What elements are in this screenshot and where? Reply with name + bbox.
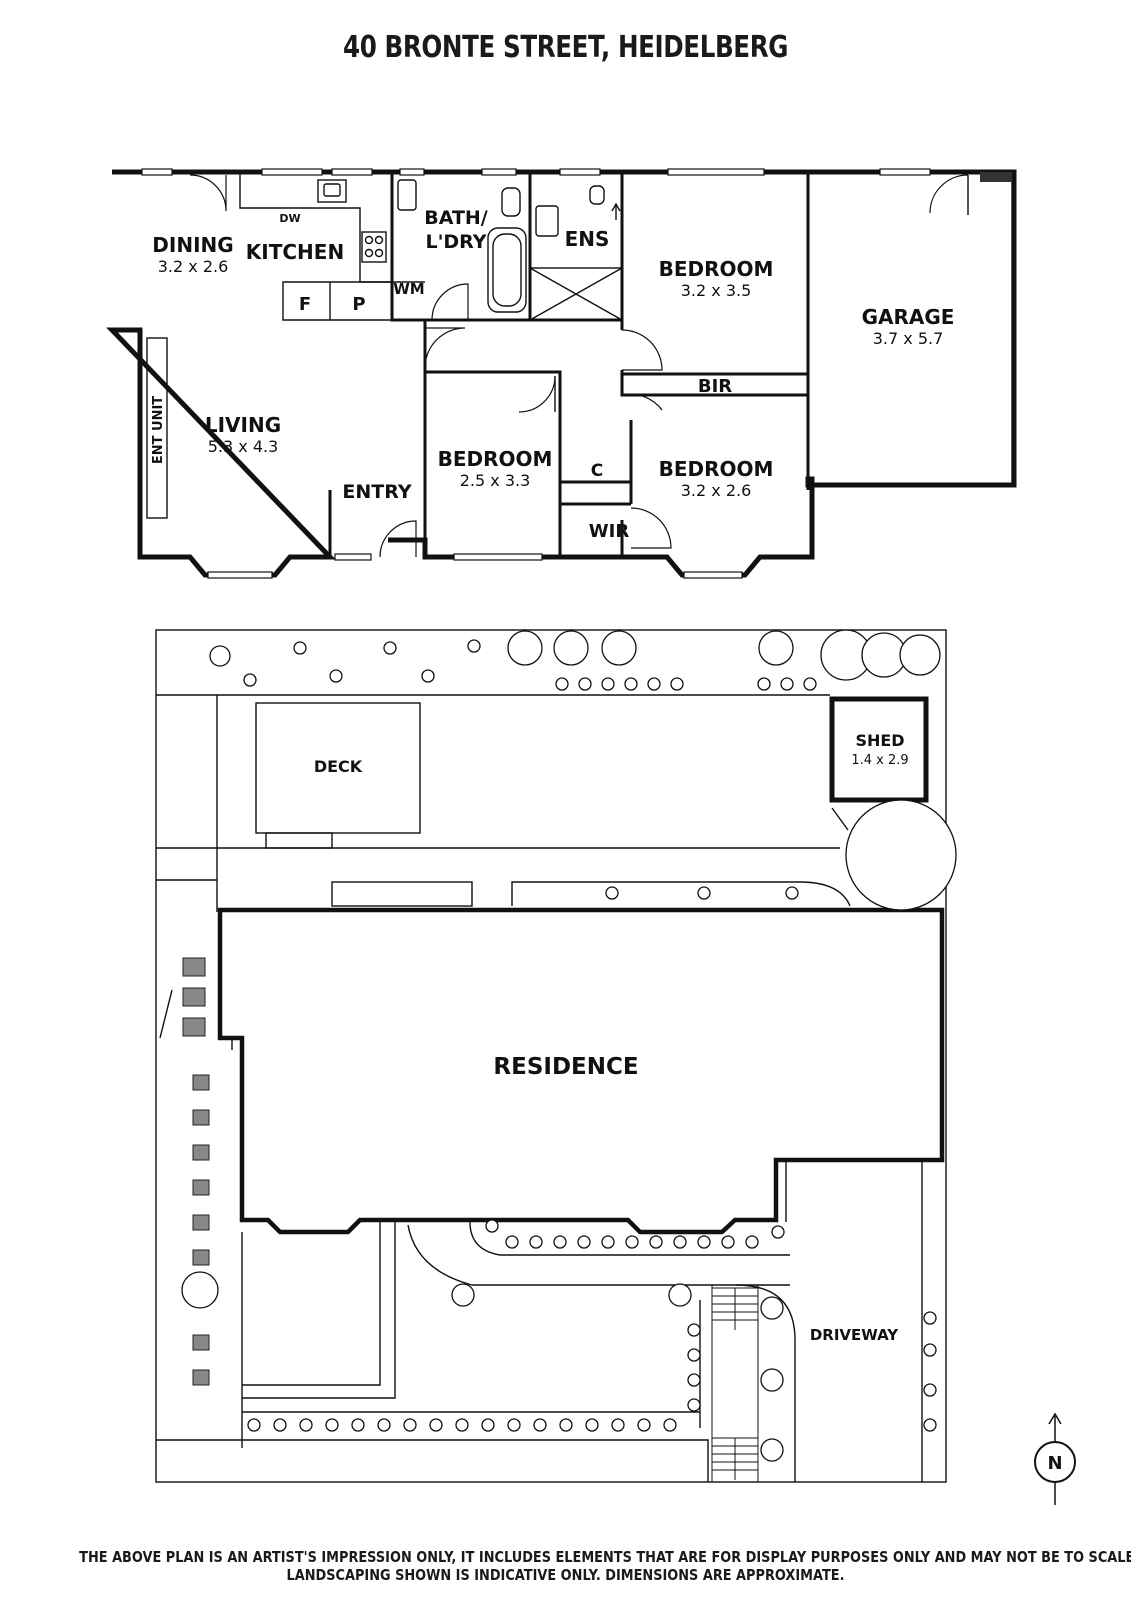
fixture-label-cupboard: C: [591, 461, 603, 481]
paver-path: [182, 957, 210, 1386]
fixture-label-wm: WM: [393, 280, 424, 298]
north-label: N: [1047, 1453, 1062, 1474]
garden-plants: [181, 629, 957, 1462]
room-dims-bedroom-2: 2.5 x 3.3: [460, 471, 531, 490]
fixture-label-ent-unit: ENT UNIT: [151, 396, 166, 464]
disclaimer: THE ABOVE PLAN IS AN ARTIST'S IMPRESSION…: [0, 1548, 1131, 1584]
room-dims-garage: 3.7 x 5.7: [873, 329, 944, 348]
page-title: 40 BRONTE STREET, HEIDELBERG: [342, 30, 789, 65]
disclaimer-line-1: THE ABOVE PLAN IS AN ARTIST'S IMPRESSION…: [79, 1548, 1131, 1566]
floor-plan: [106, 168, 1017, 579]
room-label-kitchen: KITCHEN: [246, 240, 344, 264]
room-dims-dining: 3.2 x 2.6: [158, 257, 229, 276]
fixture-label-fridge: F: [299, 294, 311, 315]
room-label-bath: BATH/: [424, 207, 488, 229]
room-label-dining: DINING: [152, 233, 233, 257]
site-plan-labels: DECK SHED 1.4 x 2.9 RESIDENCE DRIVEWAY N: [314, 731, 1063, 1474]
fixture-label-dw: DW: [279, 212, 300, 225]
room-dims-living: 5.3 x 4.3: [208, 437, 279, 456]
north-arrow-icon: [1034, 1412, 1076, 1505]
site-label-residence: RESIDENCE: [493, 1054, 638, 1080]
room-label-laundry: L'DRY: [425, 231, 486, 253]
room-label-ens: ENS: [565, 227, 610, 251]
room-label-living: LIVING: [205, 413, 281, 437]
disclaimer-line-2: LANDSCAPING SHOWN IS INDICATIVE ONLY. DI…: [286, 1566, 845, 1584]
room-dims-bedroom-3: 3.2 x 2.6: [681, 481, 752, 500]
room-label-entry: ENTRY: [342, 481, 411, 503]
room-label-bedroom-2: BEDROOM: [438, 447, 553, 471]
fixture-label-bir: BIR: [698, 376, 732, 397]
fixture-label-pantry: P: [352, 294, 365, 315]
site-label-driveway: DRIVEWAY: [810, 1326, 899, 1344]
site-label-shed: SHED: [855, 731, 904, 750]
site-label-deck: DECK: [314, 757, 363, 776]
fixture-label-wir: WIR: [589, 521, 630, 542]
room-label-bedroom-3: BEDROOM: [659, 457, 774, 481]
site-plan: [155, 629, 1076, 1505]
site-dims-shed: 1.4 x 2.9: [851, 753, 908, 768]
floor-plan-labels: DINING 3.2 x 2.6 KITCHEN BATH/ L'DRY ENS…: [151, 207, 954, 542]
room-label-garage: GARAGE: [862, 305, 955, 329]
room-label-bedroom-1: BEDROOM: [659, 257, 774, 281]
room-dims-bedroom-1: 3.2 x 3.5: [681, 281, 752, 300]
